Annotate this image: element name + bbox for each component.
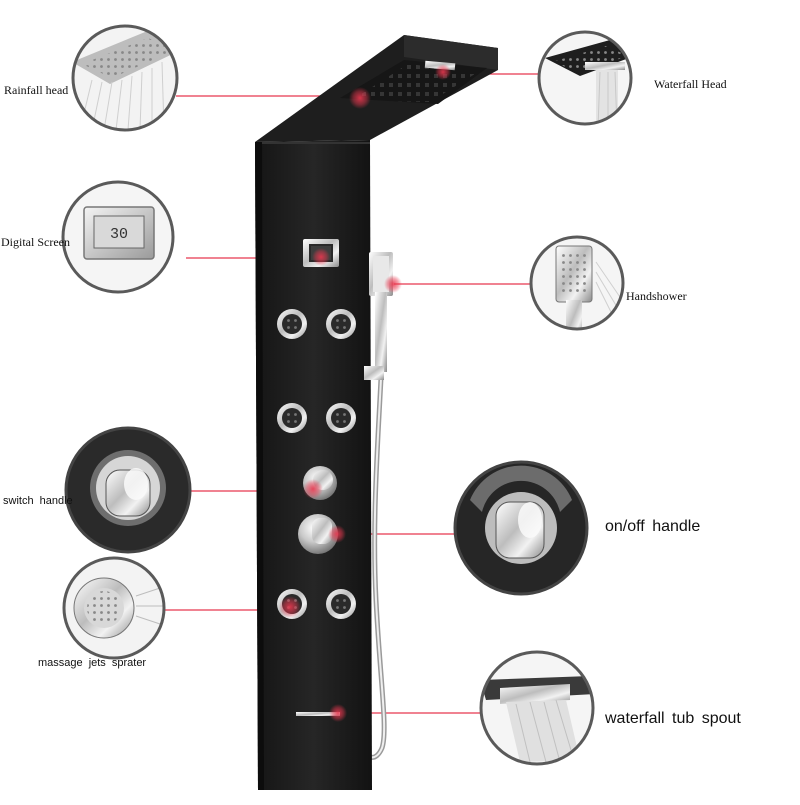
digital-screen-icon: 30	[61, 180, 175, 294]
waterfall-head-icon	[537, 30, 633, 126]
massage-jet	[326, 589, 356, 619]
switch-handle-icon	[64, 426, 192, 554]
label-digital-screen: Digital Screen	[1, 235, 70, 249]
tub-spout-icon	[479, 650, 595, 766]
rainfall-head-icon	[71, 24, 179, 132]
label-massage-jets: massage jets sprater	[38, 657, 147, 669]
label-onoff-handle: on/off handle	[605, 518, 701, 535]
label-tub-spout: waterfall tub spout	[605, 710, 741, 727]
highlight-markers	[279, 64, 451, 722]
massage-jet	[277, 403, 307, 433]
handshower-icon	[529, 235, 625, 331]
label-waterfall-head: Waterfall Head	[654, 77, 727, 91]
lcd-reading: 30	[110, 226, 128, 243]
tub-spout	[296, 712, 340, 716]
onoff-handle	[298, 514, 338, 554]
label-rainfall-head: Rainfall head	[4, 83, 69, 97]
label-handshower: Handshower	[626, 289, 687, 303]
massage-jet	[326, 309, 356, 339]
massage-jet	[277, 309, 307, 339]
massage-jet-icon	[62, 556, 166, 660]
label-switch-handle: switch handle	[3, 495, 73, 507]
onoff-handle-icon	[453, 460, 589, 596]
massage-jet	[326, 403, 356, 433]
